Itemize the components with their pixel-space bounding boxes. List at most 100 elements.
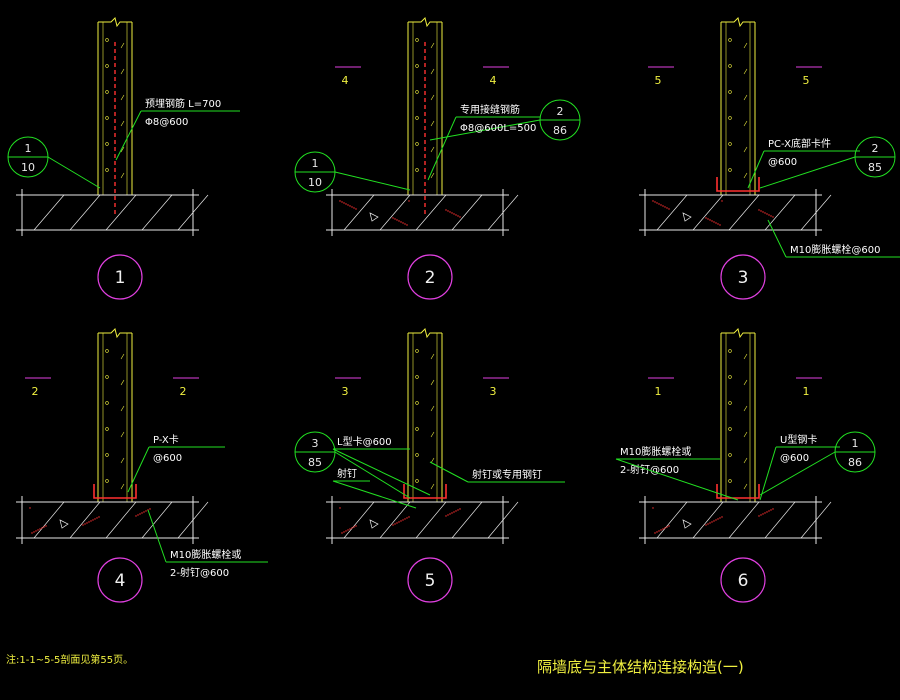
slab-concrete-speck (394, 218, 396, 220)
slab-concrete-speck (29, 507, 31, 509)
detail-number-label: 6 (738, 571, 749, 591)
slab-concrete-speck (654, 532, 656, 534)
note-text: M10膨胀螺栓@600 (790, 243, 880, 256)
slab-hatch-line (451, 501, 483, 539)
wall-aggregate-dot (415, 401, 419, 405)
slab-concrete-speck (33, 531, 35, 533)
slab-concrete-speck (347, 529, 349, 531)
slab-concrete-speck (339, 507, 341, 509)
section-mark-label: 2 (32, 385, 39, 398)
wall-break-mark (98, 328, 132, 339)
wall-aggregate-dash (743, 146, 748, 153)
slab-concrete-speck (402, 222, 404, 224)
wall-aggregate-dash (120, 457, 125, 464)
slab-concrete-speck (345, 203, 347, 205)
slab-concrete-speck (351, 206, 353, 208)
wall-break-mark (721, 17, 755, 28)
slab-hatch-line (105, 194, 137, 231)
reference-bubble-bottom: 10 (21, 161, 35, 174)
reference-bubble-top: 3 (312, 437, 319, 450)
slab-concrete-speck (45, 525, 47, 527)
wall-aggregate-dot (105, 38, 109, 42)
slab-concrete-speck (656, 202, 658, 204)
slab-concrete-speck (762, 211, 764, 213)
slab-concrete-speck (758, 515, 760, 517)
slab-concrete-speck (404, 223, 406, 225)
slab-concrete-speck (349, 205, 351, 207)
wall-aggregate-dot (728, 479, 732, 483)
slab-hatch-line (69, 501, 101, 539)
wall-aggregate-dot (105, 90, 109, 94)
reference-bubble-top: 2 (557, 105, 564, 118)
slab-concrete-speck (715, 222, 717, 224)
note-leader (147, 509, 167, 563)
wall-aggregate-dash (430, 457, 435, 464)
reference-bubble-bottom: 86 (553, 124, 567, 137)
wall-aggregate-dot (105, 116, 109, 120)
wall-aggregate-dash (120, 379, 125, 386)
slab-hatch-line (487, 194, 519, 231)
base-clip (93, 484, 137, 499)
wall-aggregate-dot (728, 349, 732, 353)
note-text: 专用接缝钢筋 (460, 103, 520, 116)
slab-hatch-line (105, 501, 137, 539)
slab-concrete-speck (406, 517, 408, 519)
reference-bubble-bottom: 10 (308, 176, 322, 189)
detail-number-bubble (407, 254, 453, 300)
slab-concrete-speck (88, 521, 90, 523)
slab-concrete-speck (770, 215, 772, 217)
base-clip (716, 177, 760, 192)
slab-concrete-speck (400, 221, 402, 223)
wall-aggregate-dash (120, 405, 125, 412)
slab-concrete-speck (668, 208, 670, 210)
wall-aggregate-dot (728, 38, 732, 42)
slab-concrete-speck (392, 524, 394, 526)
slab-concrete-speck (770, 509, 772, 511)
slab-concrete-speck (668, 525, 670, 527)
slab-hatch-line (692, 501, 724, 539)
reference-bubble-top: 1 (852, 437, 859, 450)
wall-aggregate-dot (105, 375, 109, 379)
slab-hatch-line (451, 194, 483, 231)
note-text: Φ8@600L=500 (460, 123, 536, 134)
slab-concrete-speck (392, 217, 394, 219)
slab-concrete-speck (135, 515, 137, 517)
slab-concrete-speck (449, 513, 451, 515)
wall-aggregate-dash (430, 94, 435, 101)
slab-aggregate-triangle (682, 212, 692, 222)
detail-number-label: 4 (115, 571, 126, 591)
slab-concrete-speck (772, 508, 774, 510)
slab-concrete-speck (654, 201, 656, 203)
slab-concrete-speck (347, 204, 349, 206)
note-text: L型卡@600 (337, 435, 392, 448)
slab-concrete-speck (39, 528, 41, 530)
reference-bubble-top: 1 (25, 142, 32, 155)
wall-aggregate-dash (120, 431, 125, 438)
wall-aggregate-dot (415, 427, 419, 431)
reference-bubble-leader (334, 451, 411, 499)
slab-concrete-speck (764, 212, 766, 214)
wall-aggregate-dot (415, 64, 419, 68)
wall-aggregate-dash (120, 42, 125, 49)
slab-hatch-line (177, 501, 209, 539)
slab-concrete-speck (666, 207, 668, 209)
reference-bubble-leader (759, 451, 836, 496)
slab-concrete-speck (449, 211, 451, 213)
slab-concrete-speck (41, 527, 43, 529)
wall-break-mark (721, 328, 755, 339)
wall-aggregate-dot (728, 64, 732, 68)
slab-concrete-speck (145, 510, 147, 512)
slab-concrete-speck (398, 220, 400, 222)
slab-concrete-speck (666, 526, 668, 528)
slab-concrete-speck (35, 530, 37, 532)
reference-bubble-bottom: 86 (848, 456, 862, 469)
slab-concrete-speck (768, 510, 770, 512)
section-mark-label: 2 (180, 385, 187, 398)
slab-concrete-speck (713, 520, 715, 522)
slab-concrete-speck (652, 200, 654, 202)
slab-concrete-speck (766, 213, 768, 215)
slab-concrete-speck (408, 516, 410, 518)
slab-concrete-speck (457, 509, 459, 511)
slab-concrete-speck (455, 214, 457, 216)
